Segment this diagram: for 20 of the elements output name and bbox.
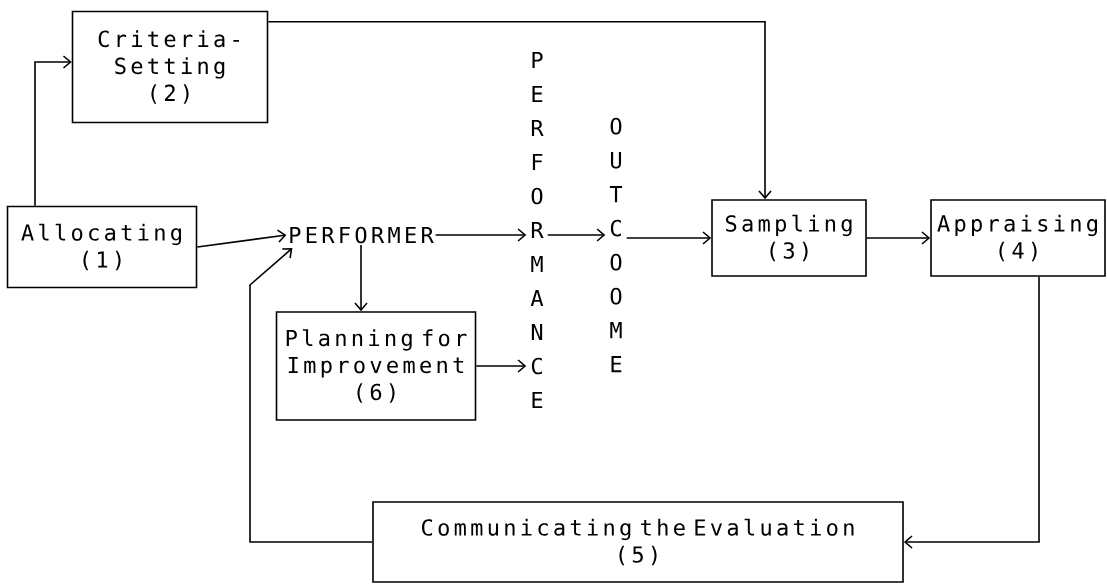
arrow: [267, 20, 772, 200]
process-box: Planning for Improvement (6): [275, 311, 477, 421]
arrow: [249, 248, 373, 543]
arrow: [866, 231, 931, 245]
arrow: [434, 228, 527, 242]
arrow: [354, 244, 368, 312]
arrow: [903, 276, 1040, 549]
process-box: Communicating the Evaluation (5): [372, 501, 904, 583]
vertical-label: PERFORMANCE: [530, 51, 544, 408]
arrow: [196, 229, 287, 248]
process-box: Appraising (4): [930, 199, 1106, 277]
process-box: Allocating (1): [6, 205, 198, 289]
process-box: Sampling (3): [711, 199, 867, 277]
arrow: [34, 55, 72, 207]
vertical-label: OUTCOOME: [609, 117, 623, 373]
arrow: [475, 359, 527, 373]
arrow: [625, 231, 712, 245]
process-box: Criteria-Setting (2): [71, 10, 269, 124]
arrow: [546, 228, 606, 242]
text-label: PERFORMER: [290, 226, 434, 244]
